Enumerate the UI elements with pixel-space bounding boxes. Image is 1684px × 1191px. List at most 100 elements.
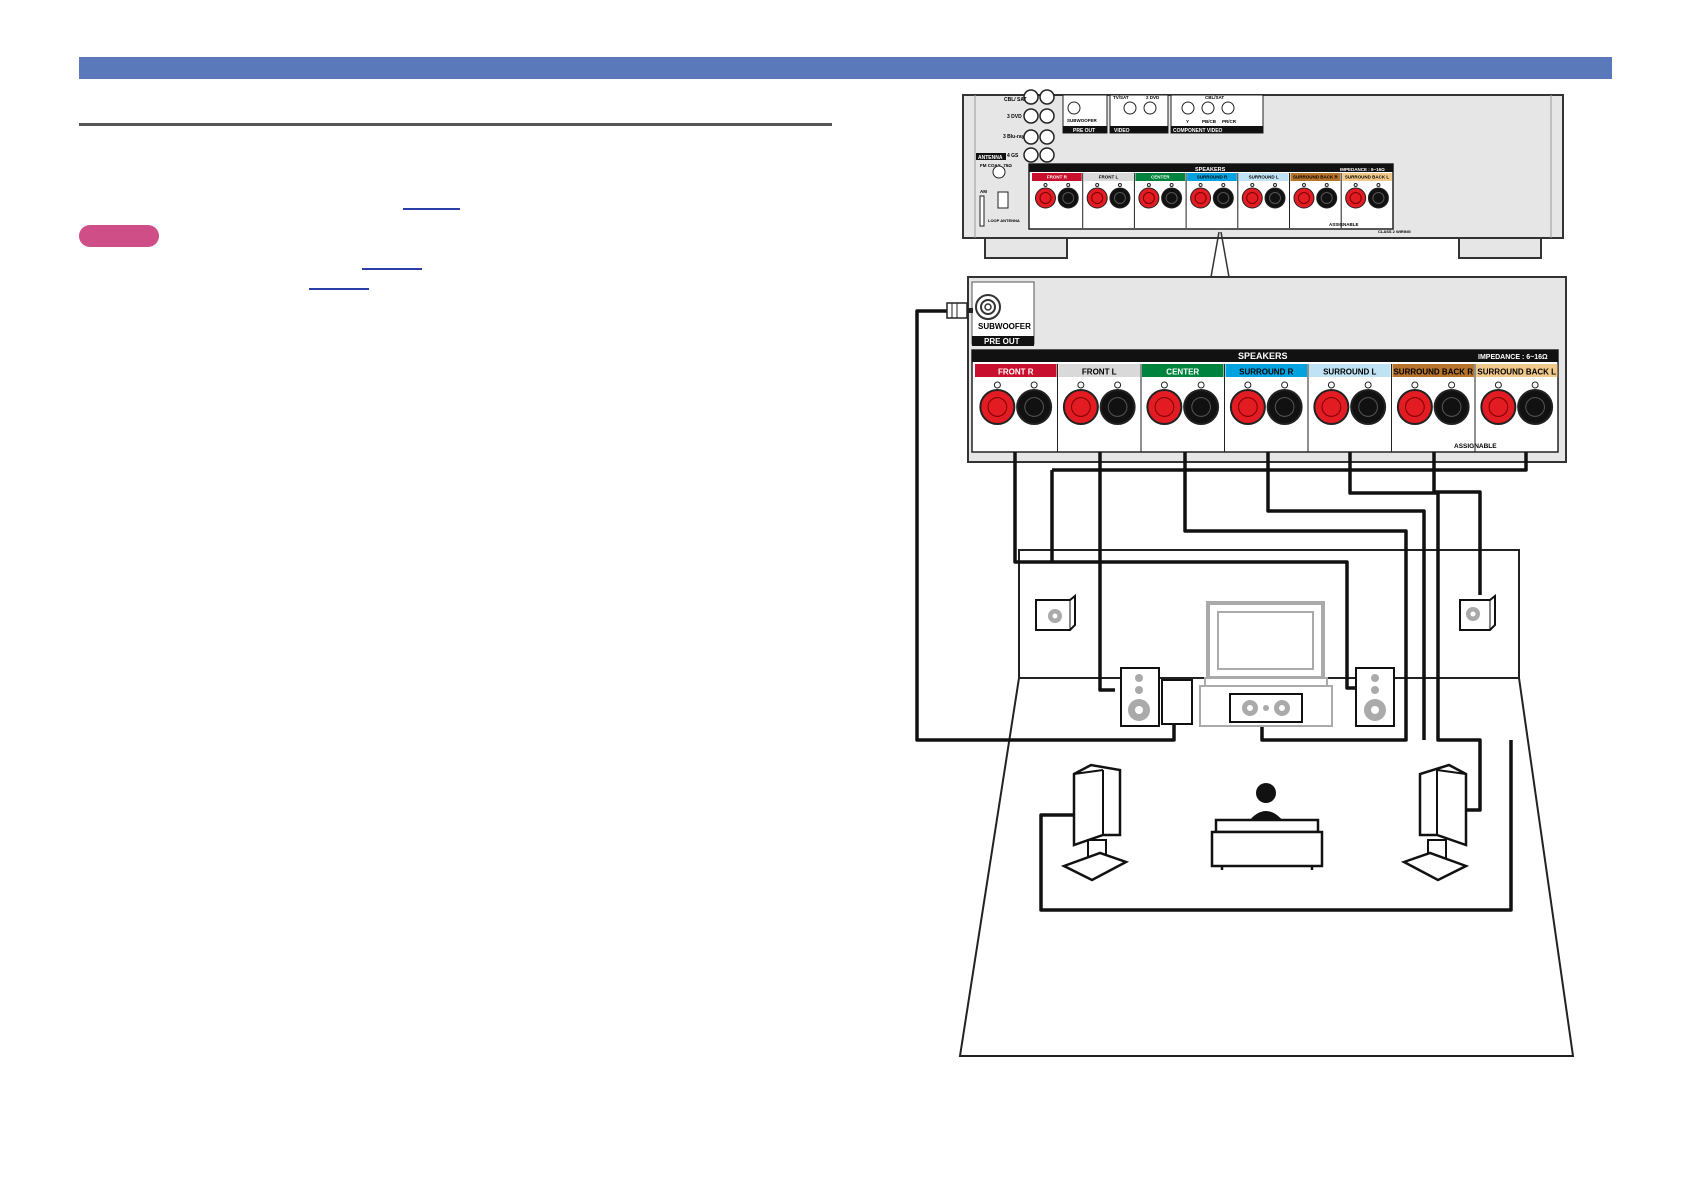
class2-wiring-label: CLASS 2 WIRING [1378, 229, 1411, 234]
terminal-minus-surround-r [1266, 389, 1303, 425]
zoom-callout-lines [1210, 231, 1230, 278]
terminal-plus-surround-r [1229, 389, 1266, 425]
terminal-minus-surround-back-r [1316, 187, 1338, 209]
channel-center: CENTER [1140, 364, 1224, 452]
terminal-plus-surround-r [1190, 187, 1212, 209]
terminal-plus-center [1138, 187, 1160, 209]
receiver-rear-panel: CBL/ SAT 3 DVD 3 Blu-ray 4 GS SUBWOOFER … [962, 89, 1564, 259]
terminal-minus-front-r [1016, 389, 1053, 425]
pre-out-label: PRE OUT [984, 337, 1020, 346]
pre-out-small-label: PRE OUT [1073, 128, 1095, 134]
terminal-minus-center [1161, 187, 1183, 209]
terminal-plus-front-r [1034, 187, 1056, 209]
page-link-3[interactable] [309, 288, 369, 290]
channel-front-r: FRONT R [975, 364, 1057, 425]
subwoofer [1161, 679, 1193, 725]
terminal-plus-surround-back-r [1396, 389, 1433, 425]
terminal-minus-surround-back-l [1367, 187, 1389, 209]
channel-front-l: FRONT L [1057, 364, 1140, 452]
assignable-small: ASSIGNABLE [1329, 222, 1359, 227]
terminal-minus-surround-l [1350, 389, 1387, 425]
loop-antenna-label: LOOP ANTENNA [988, 218, 1020, 223]
dvd-label: 2 DVD [1146, 95, 1160, 100]
surround-back-right-speaker [1459, 593, 1496, 631]
small-channel-label-surround-r: SURROUND R [1197, 175, 1228, 180]
channel-surround-back-l: SURROUND BACK L [1474, 364, 1558, 452]
small-channel-front-l: FRONT L [1082, 173, 1134, 228]
impedance-small: IMPEDANCE : 6~16Ω [1340, 167, 1385, 172]
header-bar [79, 57, 1612, 79]
terminal-plus-center [1146, 389, 1183, 425]
terminal-row: FRONT R FRONT L CENTER SURROUND R SURROUND L… [975, 364, 1558, 452]
channel-label-surround-back-r: SURROUND BACK R [1393, 368, 1473, 377]
surround-right-speaker [1400, 763, 1470, 882]
speakers-title: SPEAKERS [1238, 351, 1288, 361]
assignable-label: ASSIGNABLE [1454, 443, 1497, 450]
small-channel-surround-back-l: SURROUND BACK L [1340, 173, 1392, 228]
subwoofer-small-label: SUBWOOFER [1067, 118, 1097, 123]
small-channel-front-r: FRONT R [1032, 173, 1082, 209]
terminal-minus-surround-back-r [1433, 389, 1470, 425]
small-channel-label-surround-back-l: SURROUND BACK L [1345, 175, 1389, 180]
terminal-plus-surround-back-r [1293, 187, 1315, 209]
speakers-small-title: SPEAKERS [1195, 167, 1226, 173]
channel-surround-back-r: SURROUND BACK R [1391, 364, 1474, 452]
channel-label-surround-r: SURROUND R [1239, 368, 1293, 377]
terminal-minus-surround-r [1212, 187, 1234, 209]
channel-label-front-r: FRONT R [998, 368, 1034, 377]
page-link-2[interactable] [362, 268, 422, 270]
terminal-minus-front-l [1099, 389, 1136, 425]
front-left-speaker [1120, 667, 1160, 727]
channel-surround-r: SURROUND R [1224, 364, 1307, 452]
small-channel-surround-l: SURROUND L [1237, 173, 1289, 228]
channel-label-front-l: FRONT L [1082, 368, 1117, 377]
terminal-minus-surround-l [1264, 187, 1286, 209]
small-channel-label-center: CENTER [1151, 175, 1170, 180]
small-terminal-row: FRONT R FRONT L CENTER SURROUND R SURROUND L… [1032, 173, 1392, 228]
jack-label-4: 4 GS [1007, 153, 1019, 159]
channel-surround-l: SURROUND L [1307, 364, 1391, 452]
terminal-minus-center [1183, 389, 1220, 425]
page-link-1[interactable] [403, 208, 460, 210]
terminal-plus-front-r [979, 389, 1016, 425]
speaker-wires [915, 309, 1528, 912]
small-channel-label-surround-l: SURROUND L [1249, 175, 1279, 180]
terminal-plus-surround-l [1313, 389, 1350, 425]
jack-label-1: CBL/ SAT [1004, 97, 1027, 103]
channel-label-surround-l: SURROUND L [1323, 368, 1376, 377]
tvsat-label: TV/SAT [1113, 95, 1129, 100]
small-channel-label-surround-back-r: SURROUND BACK R [1293, 175, 1338, 180]
front-right-speaker [1355, 667, 1395, 727]
video-label: VIDEO [1114, 128, 1130, 134]
listener-on-sofa [1210, 783, 1324, 870]
small-channel-label-front-r: FRONT R [1047, 175, 1068, 180]
component-label: COMPONENT VIDEO [1173, 128, 1223, 134]
note-badge [79, 225, 159, 247]
television [1199, 601, 1333, 727]
component-pb-label: PB/CB [1202, 119, 1217, 124]
terminal-plus-surround-back-l [1480, 389, 1517, 425]
terminal-minus-surround-back-l [1517, 389, 1554, 425]
terminal-minus-front-r [1057, 187, 1079, 209]
channel-label-center: CENTER [1166, 368, 1199, 377]
impedance-label: IMPEDANCE : 6~16Ω [1478, 354, 1548, 361]
jack-label-2: 3 DVD [1007, 114, 1022, 120]
small-channel-label-front-l: FRONT L [1099, 175, 1119, 180]
center-speaker [1229, 693, 1303, 723]
listening-room [958, 549, 1575, 1057]
rca-plug [946, 302, 973, 319]
jack-label-3: 3 Blu-ray [1003, 134, 1025, 140]
terminal-plus-surround-back-l [1345, 187, 1367, 209]
surround-left-speaker [1060, 763, 1130, 882]
small-channel-surround-r: SURROUND R [1185, 173, 1237, 228]
terminal-plus-surround-l [1241, 187, 1263, 209]
terminal-plus-front-l [1062, 389, 1099, 425]
small-channel-center: CENTER [1133, 173, 1186, 228]
component-pr-label: PR/CR [1222, 119, 1237, 124]
surround-back-left-speaker [1035, 593, 1076, 631]
terminal-minus-front-l [1109, 187, 1131, 209]
channel-label-surround-back-l: SURROUND BACK L [1477, 368, 1556, 377]
antenna-label: ANTENNA [978, 155, 1003, 161]
cblsat-label: CBL/SAT [1205, 95, 1224, 100]
